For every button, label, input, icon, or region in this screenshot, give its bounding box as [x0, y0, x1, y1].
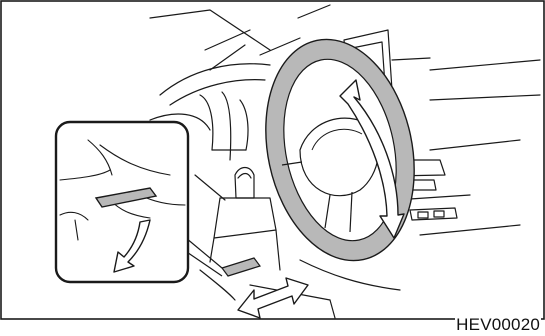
- tilt-lever: [222, 258, 260, 276]
- lever-detail-inset: [56, 122, 222, 282]
- steering-wheel: [246, 25, 433, 274]
- figure-code-label: HEV00020: [455, 315, 541, 335]
- telescopic-adjustment-arrow: [238, 278, 308, 318]
